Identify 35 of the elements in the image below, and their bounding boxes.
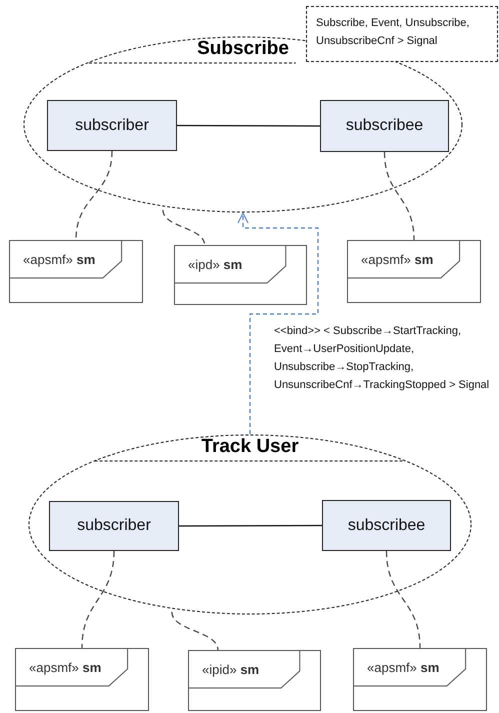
role-name: subscribee <box>346 116 424 136</box>
state-machine-frame <box>174 245 307 305</box>
collaboration-title: Subscribe <box>197 37 289 61</box>
frame-label: «apsmf» sm <box>23 251 96 269</box>
collaboration-title: Track User <box>201 435 299 459</box>
role-name: subscriber <box>75 116 149 136</box>
dashed-connector <box>386 550 421 648</box>
connector-line <box>177 124 320 127</box>
collaboration-ellipse <box>28 434 472 615</box>
state-machine-frame <box>188 650 321 711</box>
collaboration-ellipse <box>23 36 463 213</box>
frame-label: «ipid» sm <box>202 661 260 679</box>
template-parameter-box <box>306 6 498 62</box>
dashed-connector <box>238 212 319 434</box>
state-machine-frame <box>353 648 487 711</box>
parameter-text: Subscribe, Event, Unsubscribe, UnsubscribeCnf > Signal <box>316 16 470 49</box>
state-machine-frame <box>347 240 481 303</box>
role-name: subscribee <box>348 516 426 536</box>
dashed-connector <box>384 152 415 240</box>
state-machine-frame <box>9 240 143 303</box>
role-box <box>322 500 451 551</box>
frame-label: «apsmf» sm <box>367 659 440 677</box>
role-box <box>47 100 177 151</box>
dashed-connector <box>162 210 206 246</box>
dashed-connector <box>81 550 115 648</box>
role-box <box>49 501 179 551</box>
dashed-connector <box>171 612 219 650</box>
connector-line <box>179 524 322 527</box>
frame-label: «apsmf» sm <box>361 251 434 269</box>
state-machine-frame <box>15 648 149 711</box>
role-box <box>320 100 449 152</box>
role-name: subscriber <box>77 516 151 536</box>
dashed-connector <box>75 150 113 240</box>
frame-label: «apsmf» sm <box>29 659 102 677</box>
frame-label: «ipd» sm <box>188 256 242 274</box>
